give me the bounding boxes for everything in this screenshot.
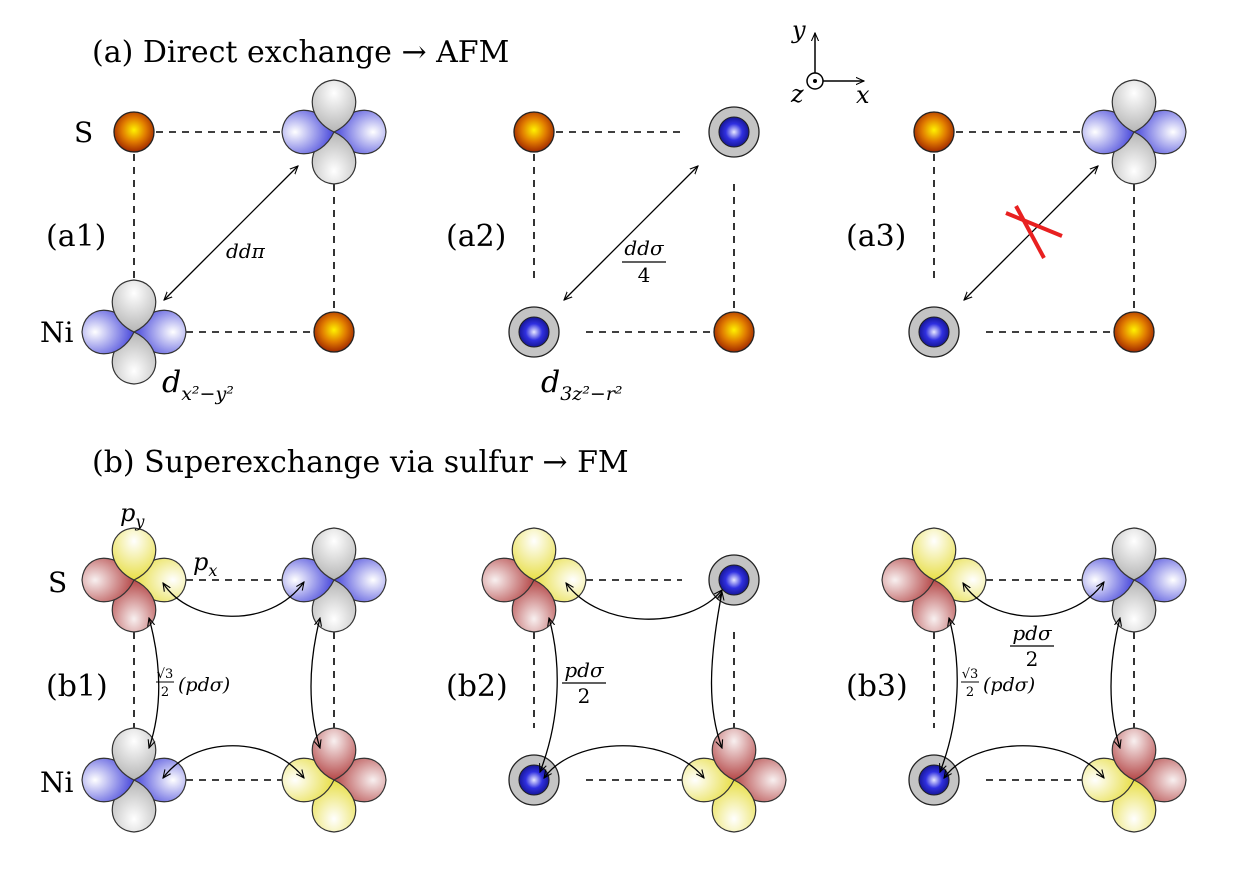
ni-dx2y2-orbital	[1081, 79, 1187, 185]
orbital-lobe	[311, 527, 357, 581]
svg-text:2: 2	[966, 685, 974, 700]
hopping-arrow-dz2-px	[544, 745, 704, 778]
hopping-arrow-dz2-px	[944, 745, 1104, 778]
orbital-label-py: py	[120, 499, 145, 531]
hopping-label-ddpi: ddπ	[226, 239, 266, 263]
hopping-arrow-px-dx2y2	[163, 582, 304, 617]
hopping-arrows	[149, 166, 1120, 778]
dz2-core	[518, 764, 550, 796]
ni-dx2y2-orbital	[81, 727, 187, 833]
sulfur-p-orbitals	[881, 527, 987, 633]
hopping-label-ddsigma-quarter: ddσ 4	[622, 236, 666, 287]
dz2-orbital	[908, 754, 960, 806]
sulfur-label-a: S	[74, 116, 93, 149]
sulfur-atom	[713, 311, 755, 353]
hopping-label-b3-sqrt: √3 2 (pdσ)	[961, 667, 1035, 700]
panel-label-b1: (b1)	[46, 669, 108, 704]
hopping-arrow-ddsigma	[564, 166, 698, 300]
svg-text:pdσ: pdσ	[564, 658, 605, 682]
hopping-arrow-dx2y2-px	[163, 745, 304, 778]
z-axis-label: z	[790, 80, 804, 108]
hopping-label-b2: pdσ 2	[562, 658, 606, 708]
dz2-core	[718, 116, 750, 148]
hopping-arrow-py-dz2	[940, 618, 958, 772]
orbital-lobe	[111, 727, 157, 781]
hopping-arrow-dx2y2-py	[1110, 618, 1120, 748]
panel-label-a2: (a2)	[446, 219, 506, 254]
orbital-lobe	[1111, 79, 1157, 133]
dz2-core	[918, 764, 950, 796]
y-axis-label: y	[791, 16, 806, 44]
sulfur-atom	[313, 311, 355, 353]
dz2-orbital	[508, 306, 560, 358]
title-a: (a) Direct exchange → AFM	[92, 35, 509, 70]
svg-text:(pdσ): (pdσ)	[983, 674, 1035, 696]
svg-text:√3: √3	[157, 667, 174, 682]
svg-text:(pdσ): (pdσ)	[178, 674, 230, 696]
orbital-label-d3z2r2: d3z²−r²	[541, 365, 623, 405]
svg-text:pdσ: pdσ	[1012, 621, 1053, 645]
hopping-arrow-dz2-py	[710, 592, 723, 748]
dz2-core	[918, 316, 950, 348]
orbital-lobe	[311, 79, 357, 133]
x-axis-label: x	[856, 81, 870, 109]
orbital-label-px: px	[193, 548, 217, 580]
sulfur-atom	[913, 111, 955, 153]
nickel-label-b: Ni	[40, 766, 74, 799]
bond-lines	[133, 131, 1135, 781]
hopping-arrow-ddpi	[164, 166, 298, 300]
dz2-orbital	[708, 554, 760, 606]
hopping-arrow-py-dx2y2	[149, 618, 160, 748]
orbital-lobe	[111, 279, 157, 333]
sulfur-p-orbitals	[81, 527, 187, 633]
dz2-orbital	[508, 754, 560, 806]
forbidden-hopping-cross	[1005, 205, 1063, 259]
ni-dx2y2-orbital	[281, 527, 387, 633]
coordinate-axes: y x z	[790, 16, 870, 109]
sulfur-p-orbitals	[1081, 727, 1187, 833]
dz2-orbital	[908, 306, 960, 358]
svg-text:√3: √3	[962, 667, 979, 682]
sulfur-p-orbitals	[681, 727, 787, 833]
dz2-core	[718, 564, 750, 596]
hopping-arrow-px-dz2	[566, 583, 722, 620]
sulfur-p-orbitals	[281, 727, 387, 833]
svg-text:2: 2	[578, 684, 591, 708]
orbital-lobe	[311, 727, 357, 781]
svg-text:2: 2	[161, 685, 169, 700]
sulfur-atom	[1113, 311, 1155, 353]
panel-label-b2: (b2)	[446, 669, 508, 704]
hopping-label-b1: √3 2 (pdσ)	[156, 667, 230, 700]
sulfur-atom	[513, 111, 555, 153]
ni-dx2y2-orbital	[1081, 527, 1187, 633]
dz2-core	[518, 316, 550, 348]
panel-label-a3: (a3)	[846, 219, 906, 254]
orbital-lobe	[111, 527, 157, 581]
hopping-label-b3-fraction: pdσ 2	[1010, 621, 1054, 671]
nickel-label-a: Ni	[40, 316, 74, 349]
hopping-arrow-px-dx2y2	[963, 582, 1104, 617]
dz2-orbital	[708, 106, 760, 158]
orbital-label-dx2y2: dx²−y²	[162, 365, 234, 405]
orbital-lobe	[511, 527, 557, 581]
svg-text:4: 4	[638, 263, 651, 287]
ni-dx2y2-orbital	[81, 279, 187, 385]
sulfur-atom	[113, 111, 155, 153]
svg-text:2: 2	[1026, 647, 1039, 671]
title-b: (b) Superexchange via sulfur → FM	[92, 445, 629, 480]
panel-label-a1: (a1)	[46, 219, 106, 254]
ni-dx2y2-orbital	[281, 79, 387, 185]
atoms	[81, 79, 1187, 833]
hopping-arrow-py-dz2	[540, 618, 558, 772]
sulfur-p-orbitals	[481, 527, 587, 633]
svg-text:ddσ: ddσ	[624, 236, 665, 260]
hopping-arrow-dx2y2-py	[310, 618, 320, 748]
orbital-lobe	[1111, 727, 1157, 781]
sulfur-label-b: S	[48, 566, 67, 599]
orbital-lobe	[1111, 527, 1157, 581]
panel-label-b3: (b3)	[846, 669, 908, 704]
orbital-lobe	[911, 527, 957, 581]
